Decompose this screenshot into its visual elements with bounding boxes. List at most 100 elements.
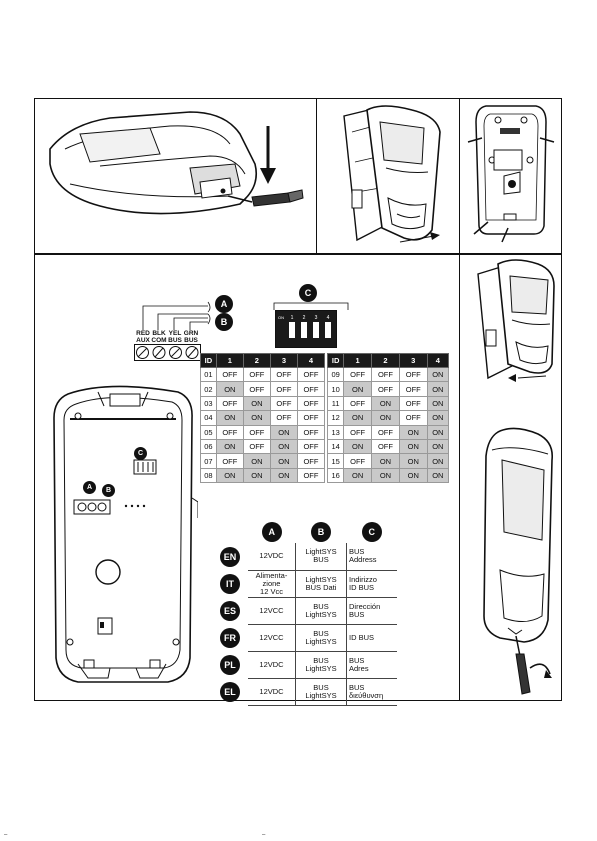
switch-state-cell: OFF: [371, 366, 400, 383]
id-cell: 10: [326, 381, 345, 397]
switch-state-cell: OFF: [242, 366, 271, 383]
power-cell: Alimenta- zione 12 Vcc: [248, 570, 296, 598]
bus-cell-text: LightSYS BUS: [305, 547, 337, 565]
switch-state-cell: OFF: [269, 381, 298, 397]
cover-close-illustration: [477, 259, 555, 382]
header-a-badge: A: [261, 522, 282, 542]
switch-state-cell: ON: [242, 410, 271, 426]
switch-state-cell: ON: [371, 467, 400, 484]
address-cell-text: BUS διεύθυνση: [349, 682, 384, 700]
header-sw2: 2: [371, 353, 400, 368]
switch-state-cell: OFF: [215, 395, 244, 412]
dip-switch-3: 3: [312, 315, 320, 339]
base-mounting-illustration: [467, 105, 555, 243]
power-cell: 12VDC: [248, 651, 296, 679]
switch-state-cell: ON: [343, 438, 373, 455]
switch-state-cell: OFF: [398, 366, 428, 383]
power-cell-text: 12VDC: [259, 659, 284, 669]
terminal-screws: [134, 344, 201, 361]
base-label-c: C: [134, 447, 147, 460]
power-cell-text: 12VCC: [259, 632, 284, 642]
language-badge: EL: [220, 681, 240, 702]
switch-state-cell: OFF: [296, 438, 326, 455]
switch-state-cell: OFF: [296, 410, 326, 426]
switch-state-cell: ON: [426, 424, 450, 440]
language-cell: PL: [212, 651, 248, 678]
switch-state-cell: ON: [269, 424, 298, 440]
footer-left-mark: ‒: [4, 832, 8, 838]
power-cell: 12VCC: [248, 624, 296, 652]
switch-state-cell: OFF: [343, 395, 373, 412]
header-b: B: [296, 521, 347, 543]
switch-state-cell: OFF: [343, 366, 373, 383]
switch-state-cell: ON: [215, 438, 244, 455]
wiring-lines: [142, 301, 211, 330]
switch-state-cell: ON: [426, 381, 450, 397]
bus-cell: LightSYS BUS: [295, 543, 347, 571]
dip-number: 1: [290, 315, 294, 321]
bus-cell-text: BUS LightSYS: [305, 655, 337, 673]
header-id: ID: [326, 353, 345, 368]
switch-state-cell: OFF: [242, 438, 271, 455]
id-cell: 05: [200, 424, 217, 440]
switch-state-cell: OFF: [398, 381, 428, 397]
header-sw3: 3: [269, 353, 298, 368]
switch-state-cell: ON: [343, 381, 373, 397]
switch-state-cell: OFF: [215, 453, 244, 469]
switch-state-cell: ON: [269, 467, 298, 484]
power-cell: 12VDC: [248, 543, 296, 571]
switch-state-cell: OFF: [296, 424, 326, 440]
dip-switch-bracket: [273, 302, 349, 310]
dip-number: 3: [314, 315, 318, 321]
language-badge: EN: [220, 546, 240, 567]
switch-state-cell: ON: [215, 381, 244, 397]
address-cell: BUS Address: [346, 543, 397, 571]
id-cell: 03: [200, 395, 217, 412]
header-sw4: 4: [426, 353, 450, 368]
address-cell: ID BUS: [346, 624, 397, 652]
label-c-badge: C: [299, 284, 317, 302]
bottom-divider: [459, 254, 460, 701]
id-cell: 01: [200, 366, 217, 383]
id-cell: 13: [326, 424, 345, 440]
switch-state-cell: OFF: [242, 381, 271, 397]
dip-switch: ON 1 2 3 4: [275, 310, 337, 348]
switch-state-cell: ON: [242, 453, 271, 469]
id-cell: 16: [326, 467, 345, 484]
dip-number: 2: [302, 315, 306, 321]
switch-state-cell: ON: [371, 410, 400, 426]
address-cell-text: ID BUS: [349, 632, 375, 642]
switch-state-cell: ON: [371, 453, 400, 469]
address-cell-text: BUS Address: [349, 547, 377, 565]
switch-state-cell: ON: [242, 395, 271, 412]
bus-cell: BUS LightSYS: [295, 651, 347, 679]
header-sw1: 1: [215, 353, 244, 368]
id-cell: 02: [200, 381, 217, 397]
switch-state-cell: ON: [215, 467, 244, 484]
bus-cell: BUS LightSYS: [295, 597, 347, 625]
switch-state-cell: OFF: [296, 395, 326, 412]
bus-cell-text: BUS LightSYS: [305, 601, 337, 619]
bus-cell: BUS LightSYS: [295, 678, 347, 706]
open-cover-illustration: [49, 111, 304, 215]
footer-center-mark: ‒: [262, 832, 266, 838]
id-cell: 15: [326, 453, 345, 469]
switch-state-cell: OFF: [269, 395, 298, 412]
switch-state-cell: ON: [398, 438, 428, 455]
